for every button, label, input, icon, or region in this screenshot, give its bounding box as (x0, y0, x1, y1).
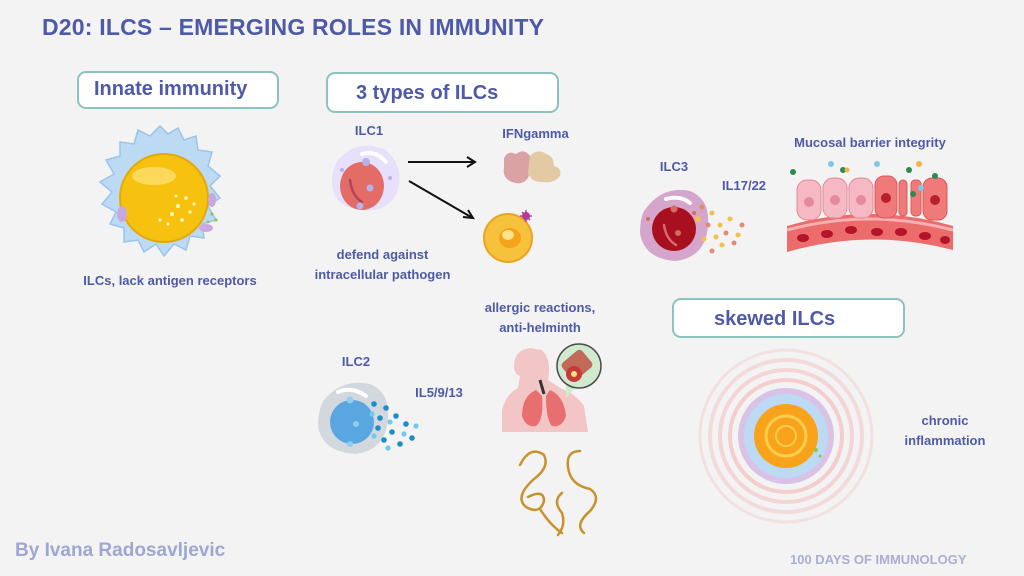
ilc1-cell-icon (332, 145, 400, 211)
three-types-heading-text: 3 types of ILCs (356, 82, 499, 104)
infected-cell-icon (483, 210, 533, 263)
mucosal-barrier-illustration (786, 161, 954, 252)
ilc1-caption-line1: defend against (336, 247, 429, 262)
helminth-worms-icon (518, 449, 598, 537)
il17-22-label: IL17/22 (721, 178, 767, 193)
ifngamma-protein-icon (503, 151, 561, 184)
ilc1-arrows-icon (408, 156, 477, 220)
ilc2-caption-line2: anti-helminth (499, 319, 581, 335)
inflamed-cell-illustration (698, 348, 874, 524)
ilc2-label: ILC2 (341, 354, 371, 369)
innate-caption: ILCs, lack antigen receptors (83, 273, 257, 288)
series-footer: 100 DAYS OF IMMUNOLOGY (790, 552, 967, 567)
skewed-caption-line2: inflammation (904, 432, 986, 448)
author-credit: By Ivana Radosavljevic (15, 540, 226, 561)
innate-immunity-heading: Innate immunity (77, 71, 279, 109)
innate-immunity-heading-text: Innate immunity (94, 78, 248, 100)
ilc1-caption-line2: intracellular pathogen (314, 266, 451, 282)
ilc2-caption: allergic reactions, anti-helminth (480, 298, 600, 337)
ilc1-caption: defend against intracellular pathogen (310, 245, 455, 284)
ilc3-label: ILC3 (659, 159, 689, 174)
ilc1-label: ILC1 (354, 123, 384, 138)
ilc-cell-illustration (98, 124, 222, 258)
ilc2-caption-line1: allergic reactions, (484, 300, 596, 315)
three-types-heading: 3 types of ILCs (326, 72, 559, 113)
il5-9-13-label: IL5/9/13 (415, 385, 463, 400)
page-title: D20: ILCS – EMERGING ROLES IN IMMUNITY (42, 14, 545, 40)
ifngamma-label: IFNgamma (502, 126, 569, 141)
skewed-ilcs-heading: skewed ILCs (672, 298, 905, 338)
ilc2-cell-icon (318, 382, 419, 454)
mucosal-barrier-caption: Mucosal barrier integrity (794, 135, 946, 150)
ilc3-cell-icon (640, 189, 745, 261)
skewed-caption: chronic inflammation (895, 411, 995, 450)
skewed-caption-line1: chronic (921, 413, 969, 428)
skewed-ilcs-heading-text: skewed ILCs (714, 308, 836, 330)
lungs-airway-icon (502, 343, 602, 432)
